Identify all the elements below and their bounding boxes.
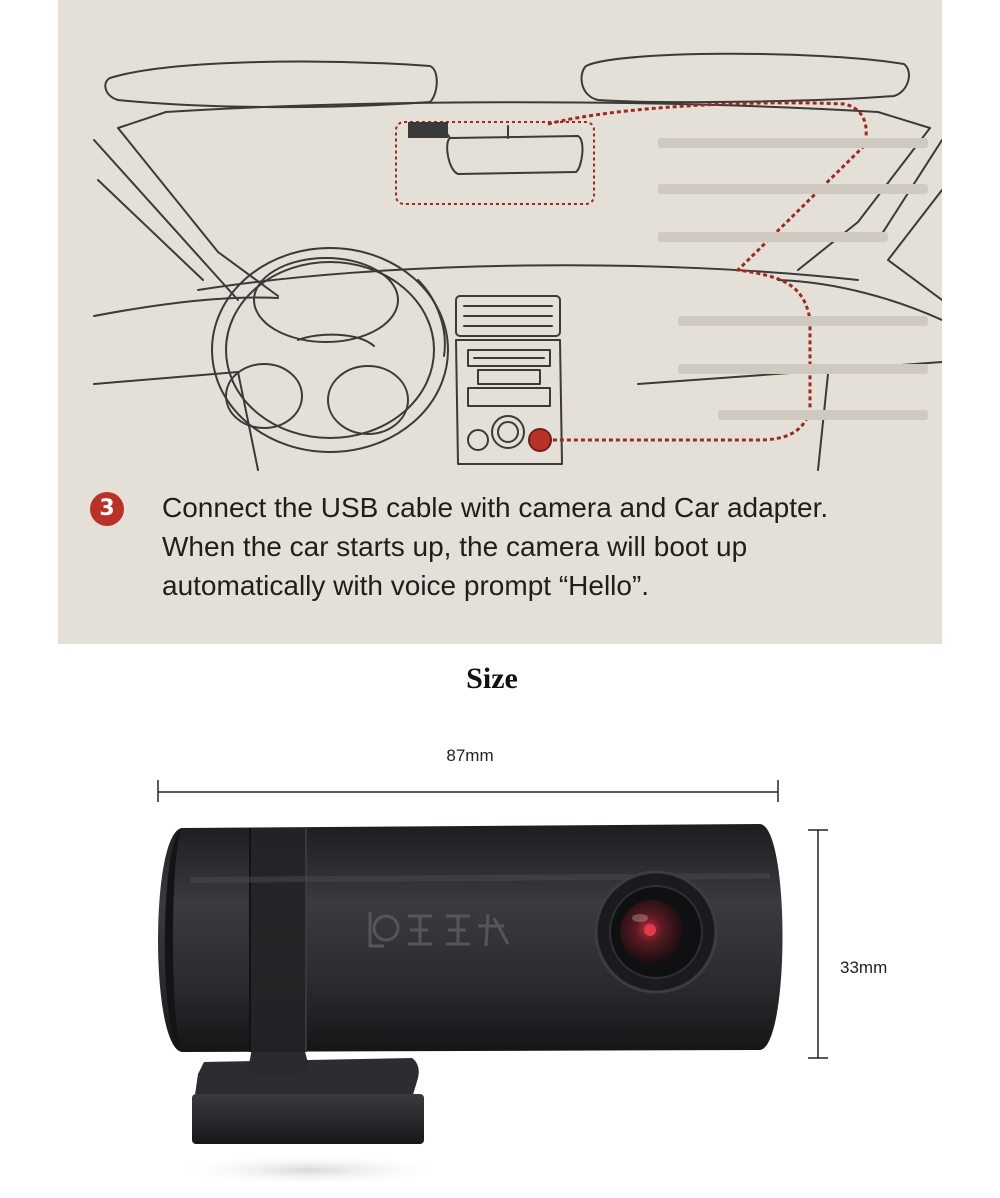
brand-logo (368, 912, 510, 948)
instruction-line: Connect the USB cable with camera and Ca… (162, 492, 829, 523)
instruction-text: Connect the USB cable with camera and Ca… (162, 488, 932, 605)
instruction-line: When the car starts up, the camera will … (162, 531, 748, 562)
mount-base (192, 1094, 424, 1144)
installation-manual-illustration: 3 Connect the USB cable with camera and … (58, 0, 942, 644)
instruction-line: automatically with voice prompt “Hello”. (162, 570, 650, 601)
width-dimension-label: 87mm (446, 746, 494, 765)
height-dimension-label: 33mm (840, 958, 888, 977)
height-dimension-line (808, 829, 828, 1059)
size-heading: Size (466, 662, 518, 695)
car-interior-line-drawing (93, 52, 942, 471)
width-dimension-line (157, 780, 779, 802)
dash-camera-photo (157, 780, 828, 1186)
product-dimensions: 87mm 33mm (0, 730, 1000, 1193)
step-number-badge: 3 (90, 492, 124, 526)
